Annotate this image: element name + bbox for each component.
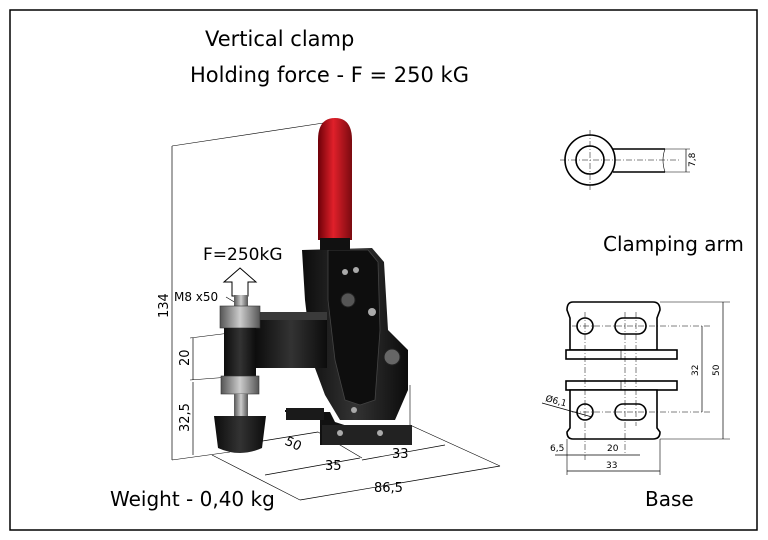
screw-label: M8 x50: [174, 290, 218, 304]
clamping-arm-label: Clamping arm: [603, 232, 744, 256]
base-view: [541, 301, 730, 475]
dim-hole-diameter: Ø6,1: [544, 393, 568, 409]
dim-base-32: 32: [691, 365, 701, 376]
force-label: F=250kG: [203, 245, 283, 265]
base-label: Base: [645, 487, 694, 511]
dim-sleeve-20: 20: [178, 349, 193, 366]
dim-35: 35: [325, 459, 342, 474]
dim-base-33: 33: [606, 461, 617, 471]
dim-base-50: 50: [712, 364, 722, 376]
dim-base-6-5: 6,5: [550, 444, 564, 454]
dim-height-134: 134: [157, 293, 172, 318]
dim-arm-width: 7,8: [688, 152, 698, 167]
handle-grip: [318, 118, 352, 240]
clamp-model: [214, 118, 412, 453]
dim-33: 33: [392, 447, 409, 462]
title: Vertical clamp: [205, 27, 354, 51]
clamping-arm-view: [560, 130, 690, 190]
dim-base-20: 20: [607, 444, 619, 454]
dim-50: 50: [282, 434, 303, 455]
dim-foot-32-5: 32,5: [178, 403, 193, 432]
force-arrow-icon: [222, 267, 258, 297]
dim-86-5: 86,5: [374, 481, 403, 496]
subtitle: Holding force - F = 250 kG: [190, 63, 469, 87]
frame-border: [9, 9, 758, 531]
weight-label: Weight - 0,40 kg: [110, 487, 275, 511]
